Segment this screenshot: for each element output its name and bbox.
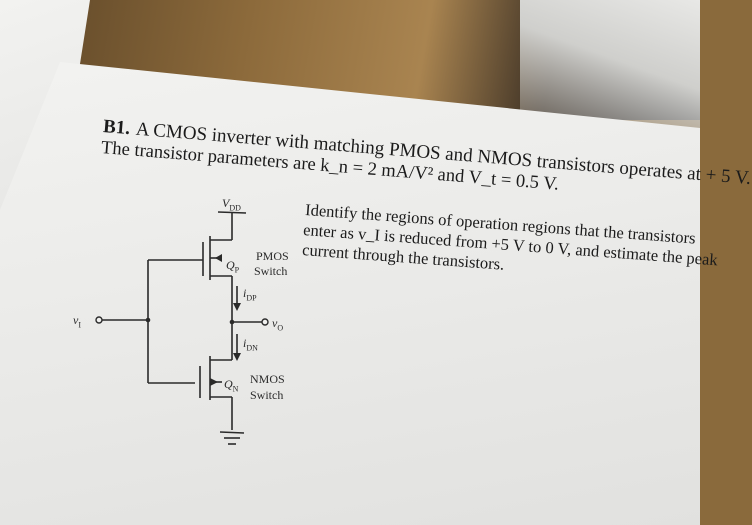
vdd-label: VDD <box>222 196 241 213</box>
cmos-inverter-diagram <box>95 211 269 445</box>
vo-label: vO <box>272 316 284 333</box>
pmos-arrow-head <box>215 254 222 262</box>
qp-label: QP <box>226 258 240 275</box>
idp-arrow-head <box>233 303 241 311</box>
paper-page <box>0 62 700 525</box>
qn-label: QN <box>224 377 239 394</box>
nmos-switch-label: Switch <box>250 388 284 402</box>
nmos-label: NMOS <box>250 372 285 386</box>
nmos-arrow-head <box>210 378 218 386</box>
idn-arrow-head <box>233 353 241 361</box>
input-terminal <box>95 316 103 324</box>
input-node <box>145 317 151 323</box>
vdd-rail <box>217 211 247 214</box>
ground-bar-1 <box>219 431 245 434</box>
pmos-label: PMOS <box>256 249 289 263</box>
output-node <box>229 319 235 325</box>
idp-label: iDP <box>243 286 257 303</box>
pmos-switch-label: Switch <box>254 264 288 278</box>
output-terminal <box>261 318 269 326</box>
vi-label: vI <box>73 313 81 330</box>
idn-label: iDN <box>243 336 258 353</box>
